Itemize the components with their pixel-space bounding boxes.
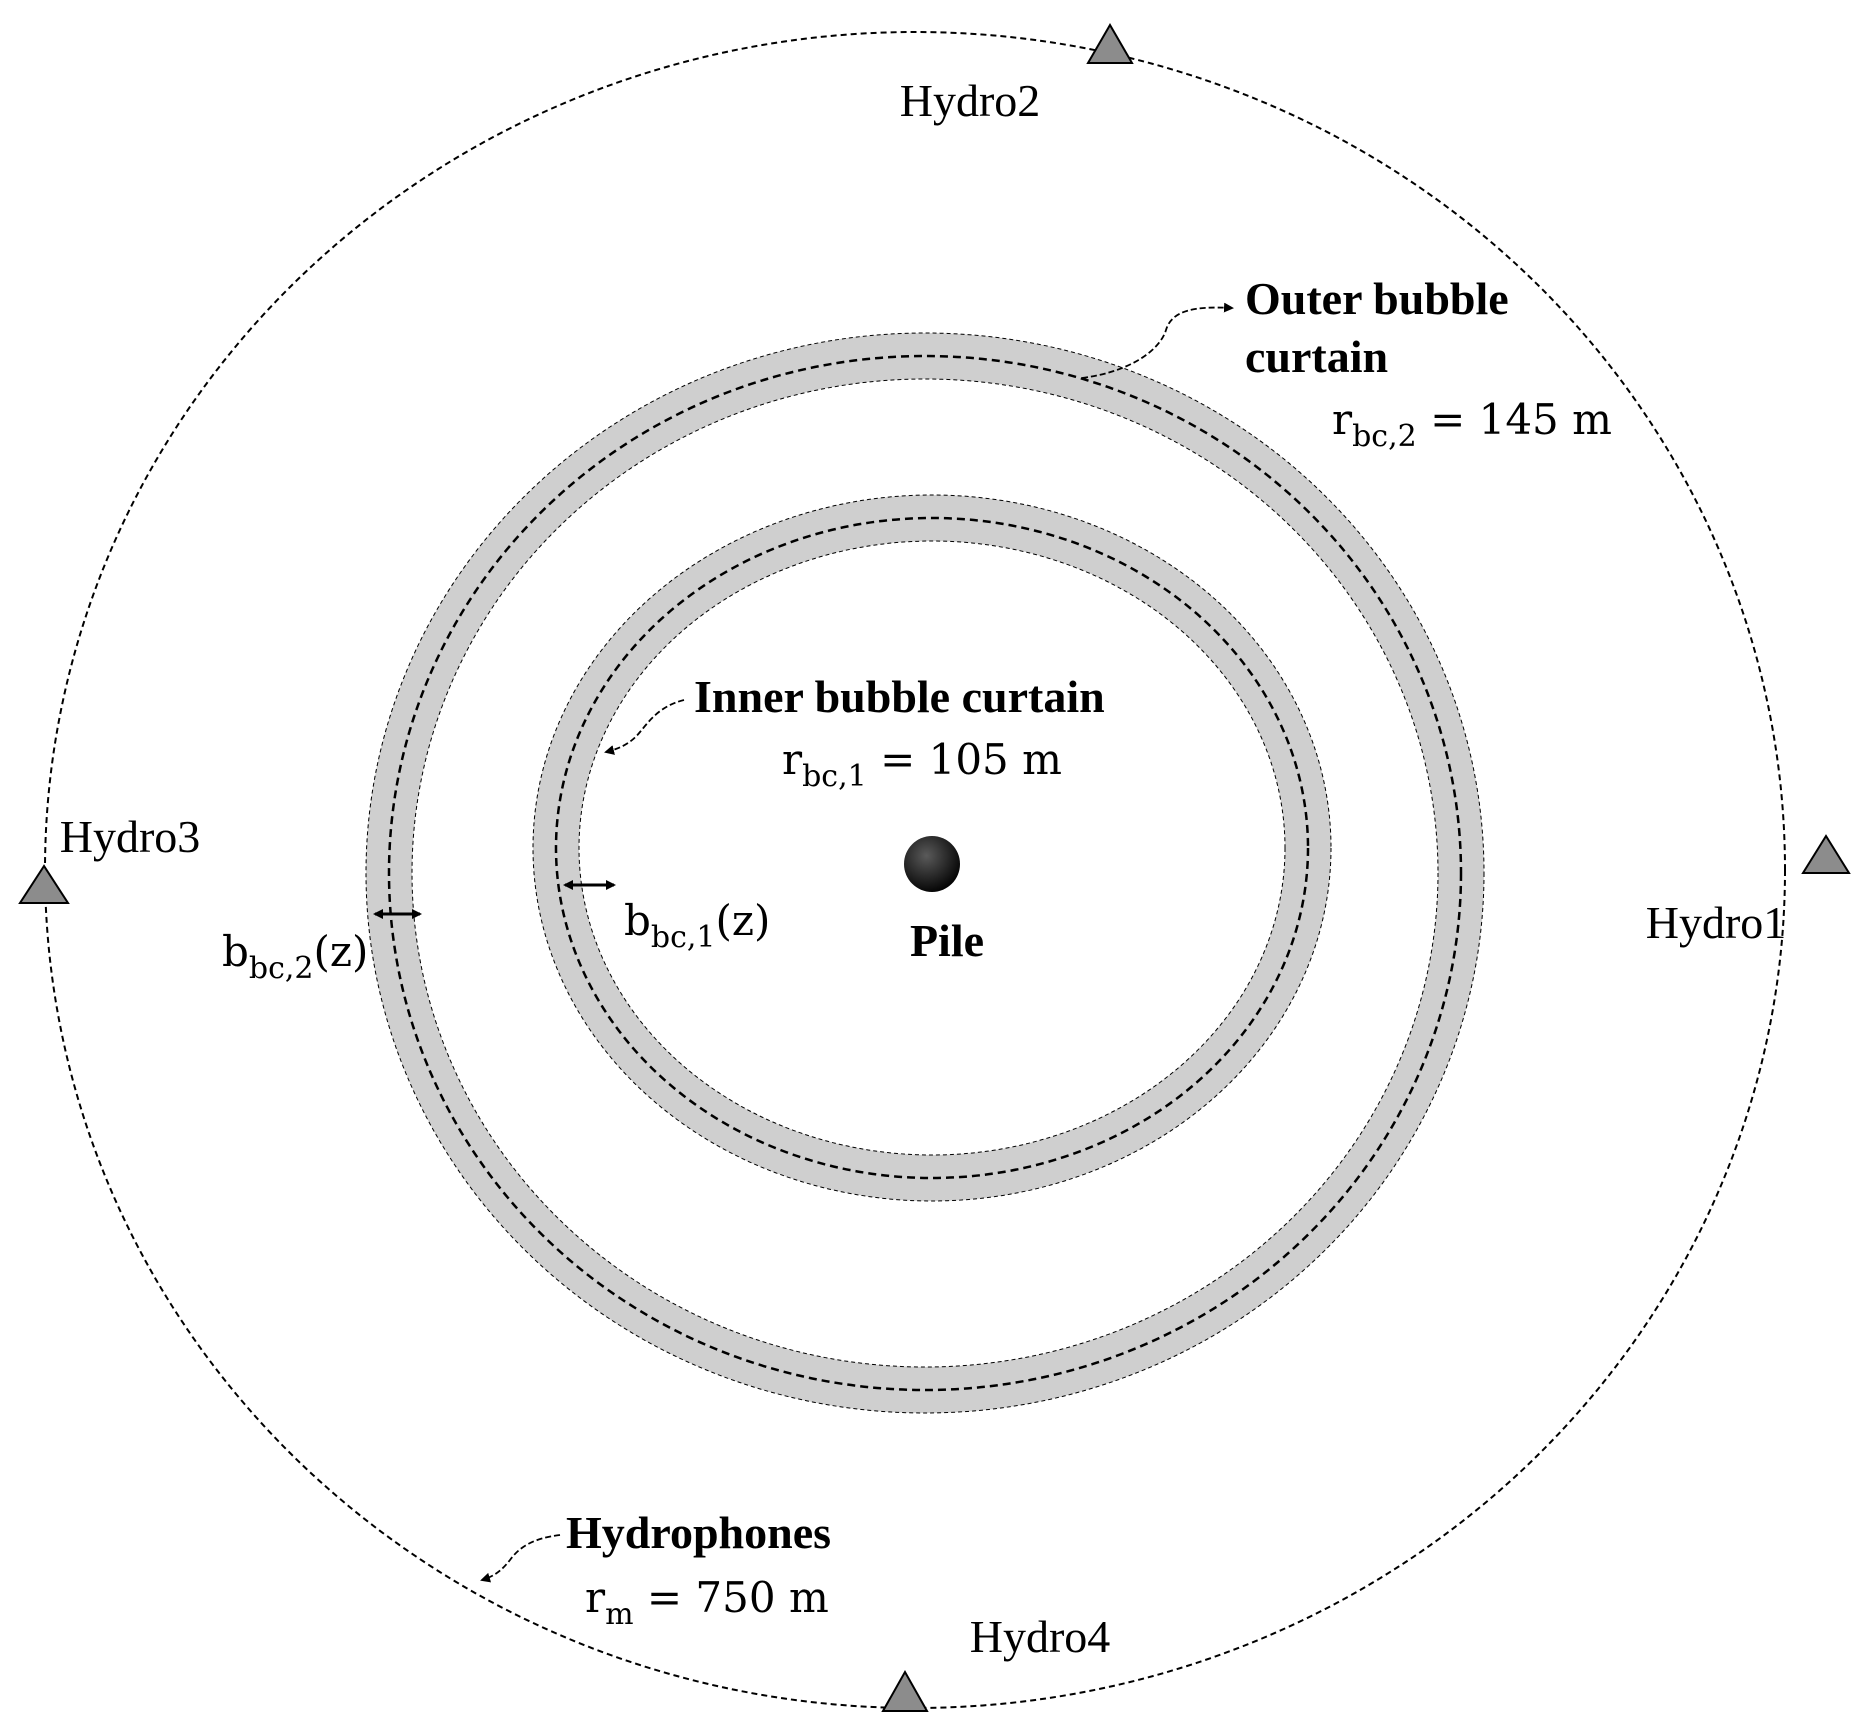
inner-bubble-curtain — [532, 494, 1332, 1202]
hydrophones-pointer-arrow — [480, 1534, 561, 1583]
inner-width-label: bbc,1(z) — [624, 896, 770, 955]
inner-curtain-title: Inner bubble curtain — [694, 671, 1105, 722]
outer-curtain-outer-edge — [365, 332, 1485, 1414]
outer-curtain-title-line1: Outer bubble — [1245, 273, 1509, 324]
hydro2-label: Hydro2 — [900, 75, 1041, 126]
pile-icon — [904, 836, 960, 892]
outer-curtain-inner-edge — [411, 378, 1439, 1368]
outer-curtain-pointer-arrow — [1081, 302, 1234, 379]
inner-curtain-centerline — [554, 516, 1310, 1180]
hydro1-triangle-icon — [1801, 834, 1851, 874]
hydrophones-radius: rm = 750 m — [585, 1573, 829, 1632]
hydro4-triangle-icon — [881, 1669, 929, 1712]
pile-label: Pile — [910, 915, 984, 966]
inner-curtain-radius: rbc,1 = 105 m — [782, 735, 1062, 794]
outer-width-label: bbc,2(z) — [222, 927, 368, 986]
hydro3-triangle-icon — [18, 864, 70, 904]
hydro2-triangle-icon — [1086, 23, 1134, 64]
inner-curtain-inner-edge — [578, 540, 1286, 1156]
outer-curtain-centerline — [387, 354, 1463, 1392]
hydrophones-title: Hydrophones — [566, 1507, 831, 1558]
outer-curtain-title-line2: curtain — [1245, 331, 1388, 382]
outer-bubble-curtain — [365, 332, 1485, 1414]
hydro1-label: Hydro1 — [1646, 897, 1787, 948]
outer-curtain-radius: rbc,2 = 145 m — [1332, 395, 1612, 454]
inner-curtain-outer-edge — [532, 494, 1332, 1202]
inner-curtain-pointer-arrow — [604, 699, 685, 755]
hydro4-label: Hydro4 — [970, 1611, 1111, 1662]
hydro3-label: Hydro3 — [60, 811, 201, 862]
